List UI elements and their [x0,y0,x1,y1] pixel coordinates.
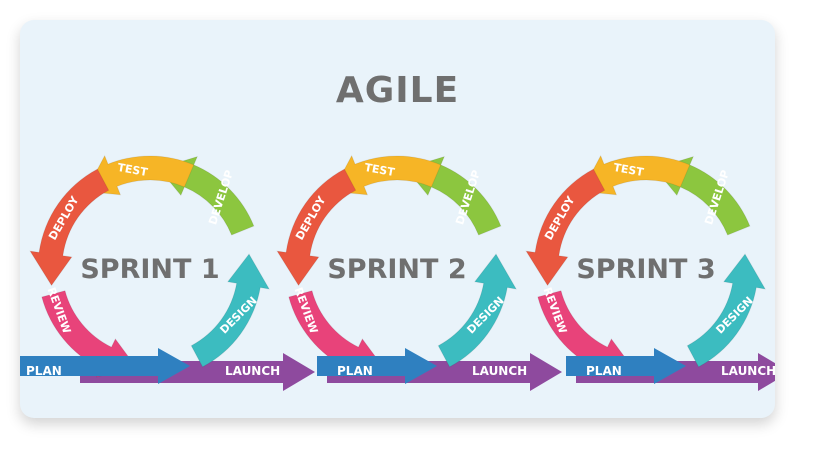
deploy-arrow [276,168,357,287]
design-arrow [190,253,271,368]
design-arrow [686,253,767,368]
plan-arrow [20,348,190,384]
plan-arrow [566,348,686,384]
diagram-title: AGILE [335,70,460,111]
launch-label: LAUNCH [721,364,776,378]
plan-arrow [317,348,437,384]
launch-label: LAUNCH [472,364,527,378]
plan-label: PLAN [586,364,622,378]
test-label: TEST [363,161,396,179]
launch-label: LAUNCH [225,364,280,378]
sprint-label: SPRINT 2 [327,254,466,285]
deploy-arrow [525,168,606,287]
diagram-card: AGILE [20,20,775,418]
plan-label: PLAN [26,364,62,378]
plan-label: PLAN [337,364,373,378]
sprint-label: SPRINT 3 [576,254,715,285]
sprint-label: SPRINT 1 [80,254,219,285]
design-arrow [437,253,518,368]
test-label: TEST [116,161,149,179]
deploy-arrow [29,168,110,287]
test-label: TEST [612,161,645,179]
